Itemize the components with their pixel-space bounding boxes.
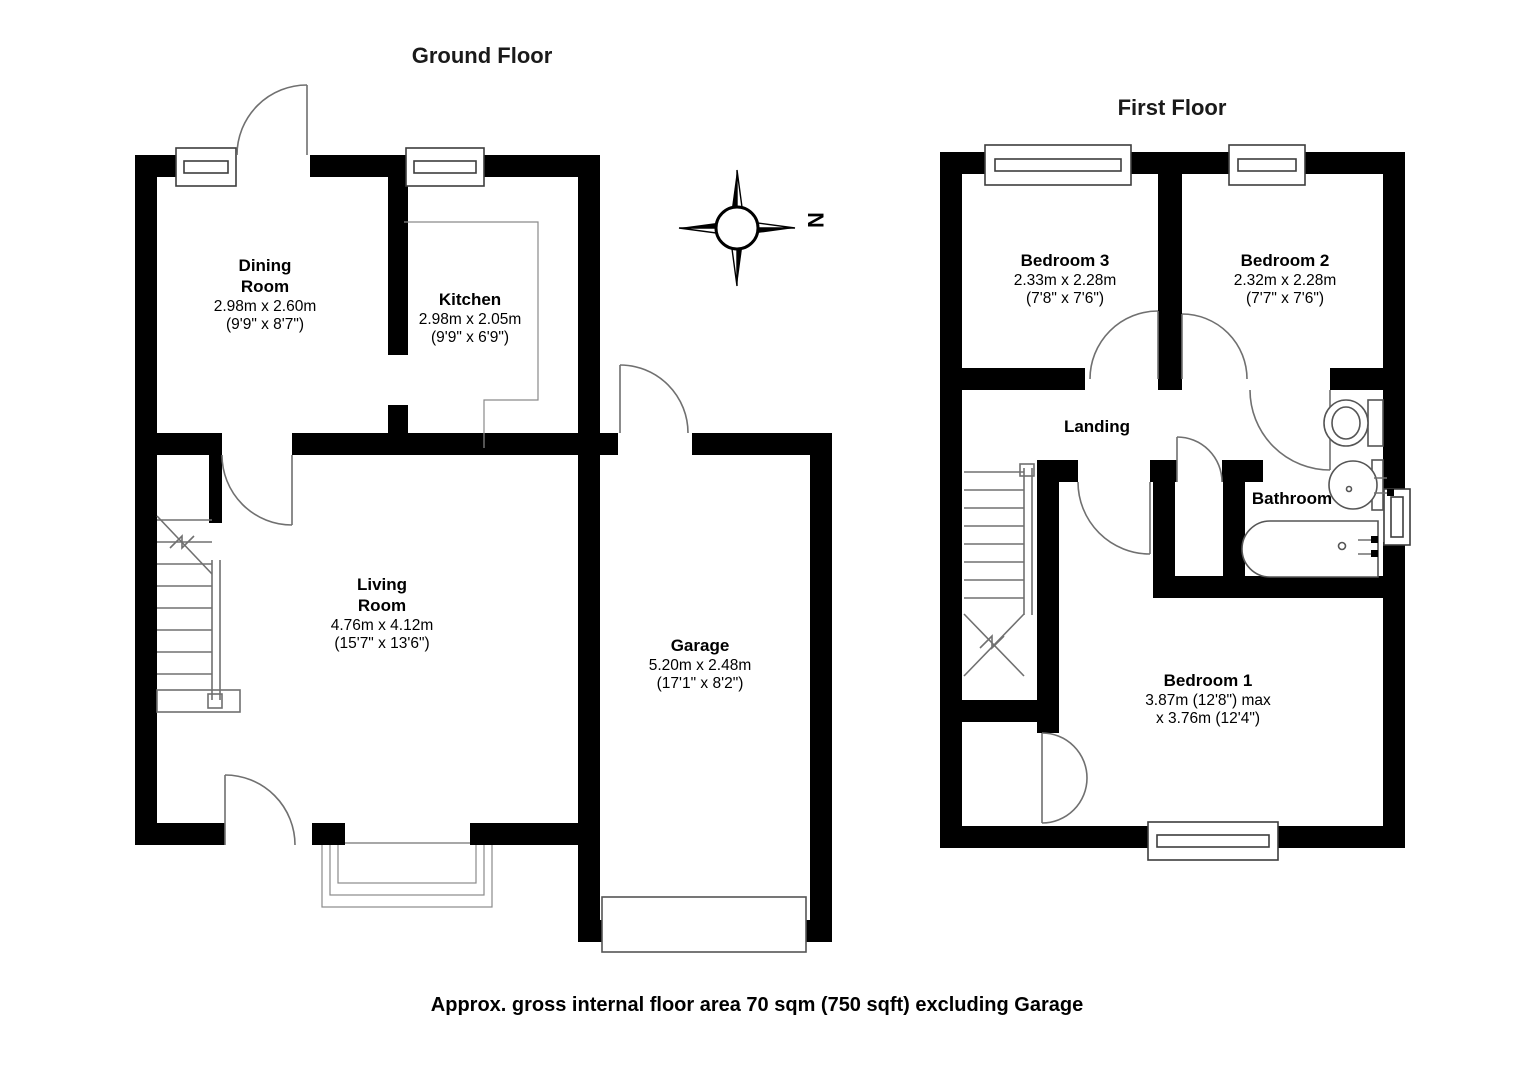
- back-door: [224, 774, 296, 846]
- bedroom1-door: [1077, 481, 1151, 555]
- svg-text:(17'1" x 8'2"): (17'1" x 8'2"): [657, 675, 744, 692]
- svg-text:Kitchen: Kitchen: [439, 290, 501, 309]
- bedroom3-label: Bedroom 3 2.33m x 2.28m (7'8" x 7'6"): [1014, 251, 1117, 307]
- bedroom2-window: [1228, 144, 1306, 186]
- bedroom1-label: Bedroom 1 3.87m (12'8") max x 3.76m (12'…: [1145, 671, 1271, 727]
- wardrobe-double-doors: [1041, 732, 1088, 824]
- dining-door: [221, 454, 293, 526]
- svg-text:2.98m x 2.05m: 2.98m x 2.05m: [419, 311, 522, 328]
- svg-text:(9'9" x 8'7"): (9'9" x 8'7"): [226, 316, 304, 333]
- bay-window: [321, 842, 493, 908]
- bedroom2-door: [1181, 313, 1248, 380]
- garage-footprint: [578, 433, 832, 942]
- toilet: [1323, 399, 1384, 447]
- svg-text:2.32m x 2.28m: 2.32m x 2.28m: [1234, 272, 1337, 289]
- svg-text:2.98m x 2.60m: 2.98m x 2.60m: [214, 298, 317, 315]
- svg-text:Bedroom 1: Bedroom 1: [1164, 671, 1253, 690]
- svg-text:x 3.76m (12'4"): x 3.76m (12'4"): [1156, 710, 1260, 727]
- bathroom-label: Bathroom: [1252, 489, 1332, 508]
- svg-text:Room: Room: [241, 277, 289, 296]
- first-floor-walls: [940, 152, 1405, 848]
- svg-text:Bedroom 2: Bedroom 2: [1241, 251, 1330, 270]
- front-door: [236, 84, 308, 156]
- svg-text:Dining: Dining: [239, 256, 292, 275]
- svg-text:(7'8" x 7'6"): (7'8" x 7'6"): [1026, 290, 1104, 307]
- cupboard-door: [1176, 436, 1223, 483]
- bathroom-window: [1383, 488, 1411, 546]
- svg-text:5.20m x 2.48m: 5.20m x 2.48m: [649, 657, 752, 674]
- ground-floor-stairs: [156, 515, 241, 713]
- living-room-label: Living Room 4.76m x 4.12m (15'7" x 13'6"…: [331, 575, 434, 652]
- garage-door: [601, 896, 807, 953]
- bedroom3-window: [984, 144, 1132, 186]
- ground-floor-footprint: [135, 155, 600, 845]
- svg-text:(15'7" x 13'6"): (15'7" x 13'6"): [334, 635, 429, 652]
- garage-side-door: [619, 364, 689, 434]
- bedroom1-window: [1147, 821, 1279, 861]
- sink: [1328, 459, 1394, 511]
- svg-text:4.76m x 4.12m: 4.76m x 4.12m: [331, 617, 434, 634]
- first-floor-stairs: [963, 463, 1035, 677]
- svg-text:(7'7" x 7'6"): (7'7" x 7'6"): [1246, 290, 1324, 307]
- bedroom2-label: Bedroom 2 2.32m x 2.28m (7'7" x 7'6"): [1234, 251, 1337, 307]
- kitchen-window: [405, 147, 485, 187]
- ground-floor-plan: Dining Room 2.98m x 2.60m (9'9" x 8'7") …: [135, 84, 832, 953]
- landing-label: Landing: [1064, 417, 1130, 436]
- svg-text:(9'9" x 6'9"): (9'9" x 6'9"): [431, 329, 509, 346]
- svg-text:Living: Living: [357, 575, 407, 594]
- svg-text:2.33m x 2.28m: 2.33m x 2.28m: [1014, 272, 1117, 289]
- svg-text:Bedroom 3: Bedroom 3: [1021, 251, 1110, 270]
- ground-floor-title: Ground Floor: [412, 43, 553, 68]
- north-label: N: [803, 212, 828, 228]
- first-floor-title: First Floor: [1118, 95, 1227, 120]
- kitchen-counter: [404, 221, 539, 448]
- floor-area-caption: Approx. gross internal floor area 70 sqm…: [431, 994, 1083, 1016]
- bedroom3-door: [1089, 310, 1159, 380]
- compass-rose: N: [678, 169, 828, 287]
- bathtub: [1241, 520, 1379, 578]
- first-floor-plan: Bedroom 3 2.33m x 2.28m (7'8" x 7'6") Be…: [940, 144, 1411, 861]
- ground-floor-walls: [135, 155, 832, 942]
- svg-text:Garage: Garage: [671, 636, 730, 655]
- dining-room-label: Dining Room 2.98m x 2.60m (9'9" x 8'7"): [214, 256, 317, 333]
- dining-window: [175, 147, 237, 187]
- svg-text:3.87m (12'8") max: 3.87m (12'8") max: [1145, 692, 1271, 709]
- kitchen-label: Kitchen 2.98m x 2.05m (9'9" x 6'9"): [419, 290, 522, 346]
- svg-text:Room: Room: [358, 596, 406, 615]
- garage-label: Garage 5.20m x 2.48m (17'1" x 8'2"): [649, 636, 752, 692]
